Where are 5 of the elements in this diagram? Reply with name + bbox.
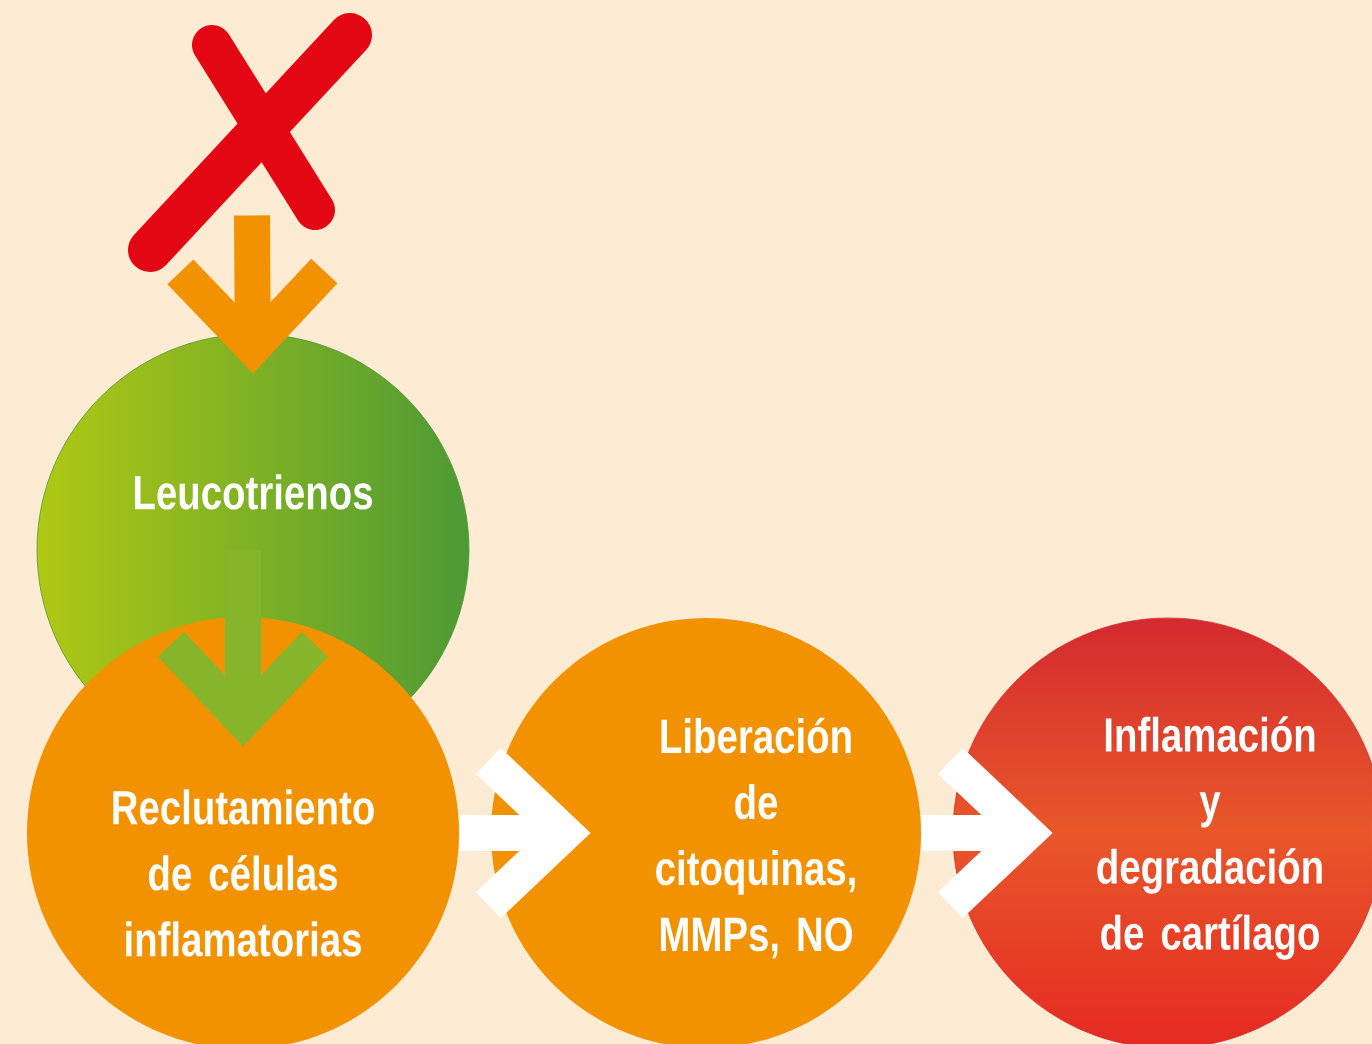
circle-label: Liberación de citoquinas, MMPs, NO bbox=[656, 717, 855, 959]
circle-label: Inflamación y degradación de cartílago bbox=[1097, 716, 1322, 960]
circle-label: Reclutamiento de células inflamatorias bbox=[113, 789, 374, 957]
cross-mark bbox=[128, 13, 372, 272]
circle-label: Leucotrienos bbox=[135, 474, 372, 510]
